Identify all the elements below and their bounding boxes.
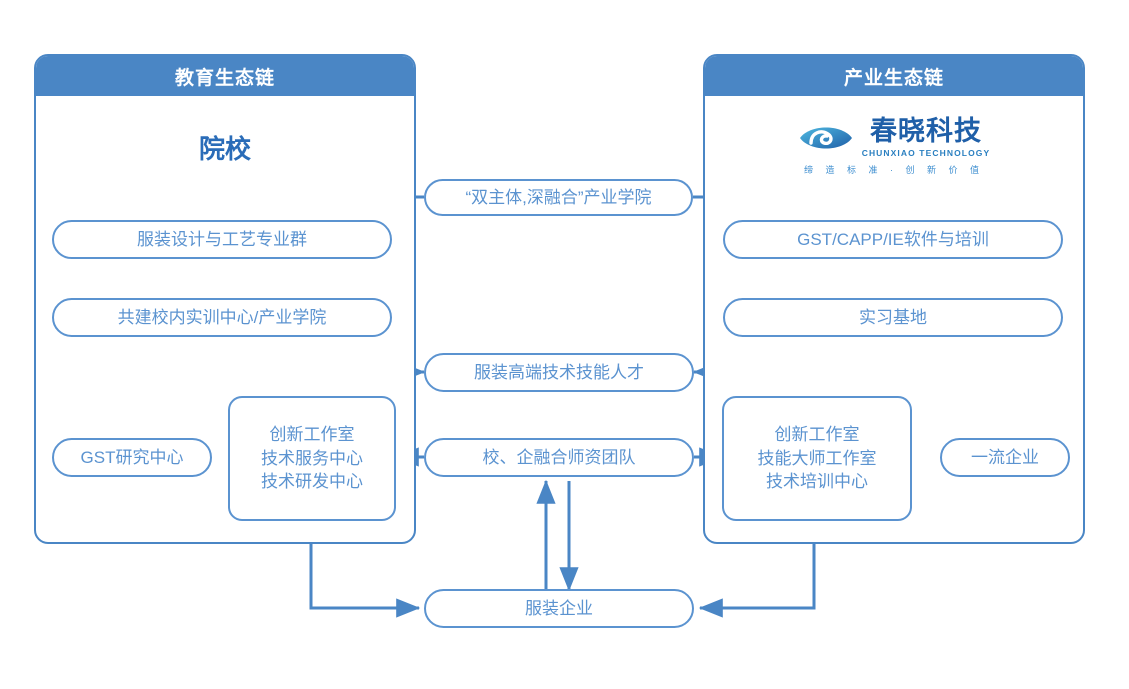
node-apparel-design-major-group-label: 服装设计与工艺专业群 [137,229,307,249]
node-college-industry-institute-label: “双主体,深融合”产业学院 [465,187,652,207]
node-right-innovation-centers[interactable]: 创新工作室 技能大师工作室 技术培训中心 [722,396,912,521]
chunxiao-brand-logo: 春晓科技 CHUNXIAO TECHNOLOGY 缔 造 标 准 · 创 新 价… [703,118,1085,176]
brand-english-name: CHUNXIAO TECHNOLOGY [861,148,991,158]
industry-panel-header: 产业生态链 [705,56,1083,96]
node-right-innovation-centers-line-2: 技能大师工作室 [757,448,877,468]
node-joint-faculty-team-label: 校、企融合师资团队 [482,447,636,467]
industry-panel-header-label: 产业生态链 [843,67,944,89]
node-first-class-enterprise[interactable]: 一流企业 [940,438,1070,477]
node-left-innovation-centers-lines: 创新工作室 技术服务中心 技术研发中心 [261,424,363,493]
node-internship-base[interactable]: 实习基地 [723,298,1063,337]
node-gst-capp-ie-software-training-label: GST/CAPP/IE软件与培训 [797,229,989,249]
node-college-industry-institute[interactable]: “双主体,深融合”产业学院 [424,179,693,216]
node-gst-research-center[interactable]: GST研究中心 [52,438,212,477]
node-gst-capp-ie-software-training[interactable]: GST/CAPP/IE软件与培训 [723,220,1063,259]
node-gst-research-center-label: GST研究中心 [80,447,184,467]
node-joint-faculty-team[interactable]: 校、企融合师资团队 [424,438,694,477]
node-internship-base-label: 实习基地 [859,307,927,327]
brand-tagline: 缔 造 标 准 · 创 新 价 值 [803,165,984,175]
education-panel-header-label: 教育生态链 [174,67,275,89]
school-title-label: 院校 [198,134,251,164]
chunxiao-eye-logo-icon [799,127,852,149]
node-high-end-talent[interactable]: 服装高端技术技能人才 [424,353,694,392]
node-apparel-enterprise[interactable]: 服装企业 [424,589,694,628]
node-campus-training-center-label: 共建校内实训中心/产业学院 [117,307,327,327]
brand-wordmark: 春晓科技 CHUNXIAO TECHNOLOGY [861,116,991,159]
school-title: 院校 [34,129,416,166]
node-left-innovation-centers-line-1: 创新工作室 [269,424,355,444]
education-panel-header: 教育生态链 [36,56,414,96]
node-right-innovation-centers-line-1: 创新工作室 [774,424,860,444]
node-apparel-enterprise-label: 服装企业 [525,598,593,618]
brand-name: 春晓科技 [869,116,982,146]
node-campus-training-center[interactable]: 共建校内实训中心/产业学院 [52,298,392,337]
node-right-innovation-centers-line-3: 技术培训中心 [766,472,868,492]
node-apparel-design-major-group[interactable]: 服装设计与工艺专业群 [52,220,392,259]
node-right-innovation-centers-lines: 创新工作室 技能大师工作室 技术培训中心 [758,424,877,493]
node-left-innovation-centers-line-2: 技术服务中心 [261,448,363,468]
brand-lockup: 春晓科技 CHUNXIAO TECHNOLOGY [798,118,991,158]
node-high-end-talent-label: 服装高端技术技能人才 [474,362,644,382]
node-first-class-enterprise-label: 一流企业 [971,447,1039,467]
node-left-innovation-centers[interactable]: 创新工作室 技术服务中心 技术研发中心 [228,396,396,521]
node-left-innovation-centers-line-3: 技术研发中心 [261,472,363,492]
